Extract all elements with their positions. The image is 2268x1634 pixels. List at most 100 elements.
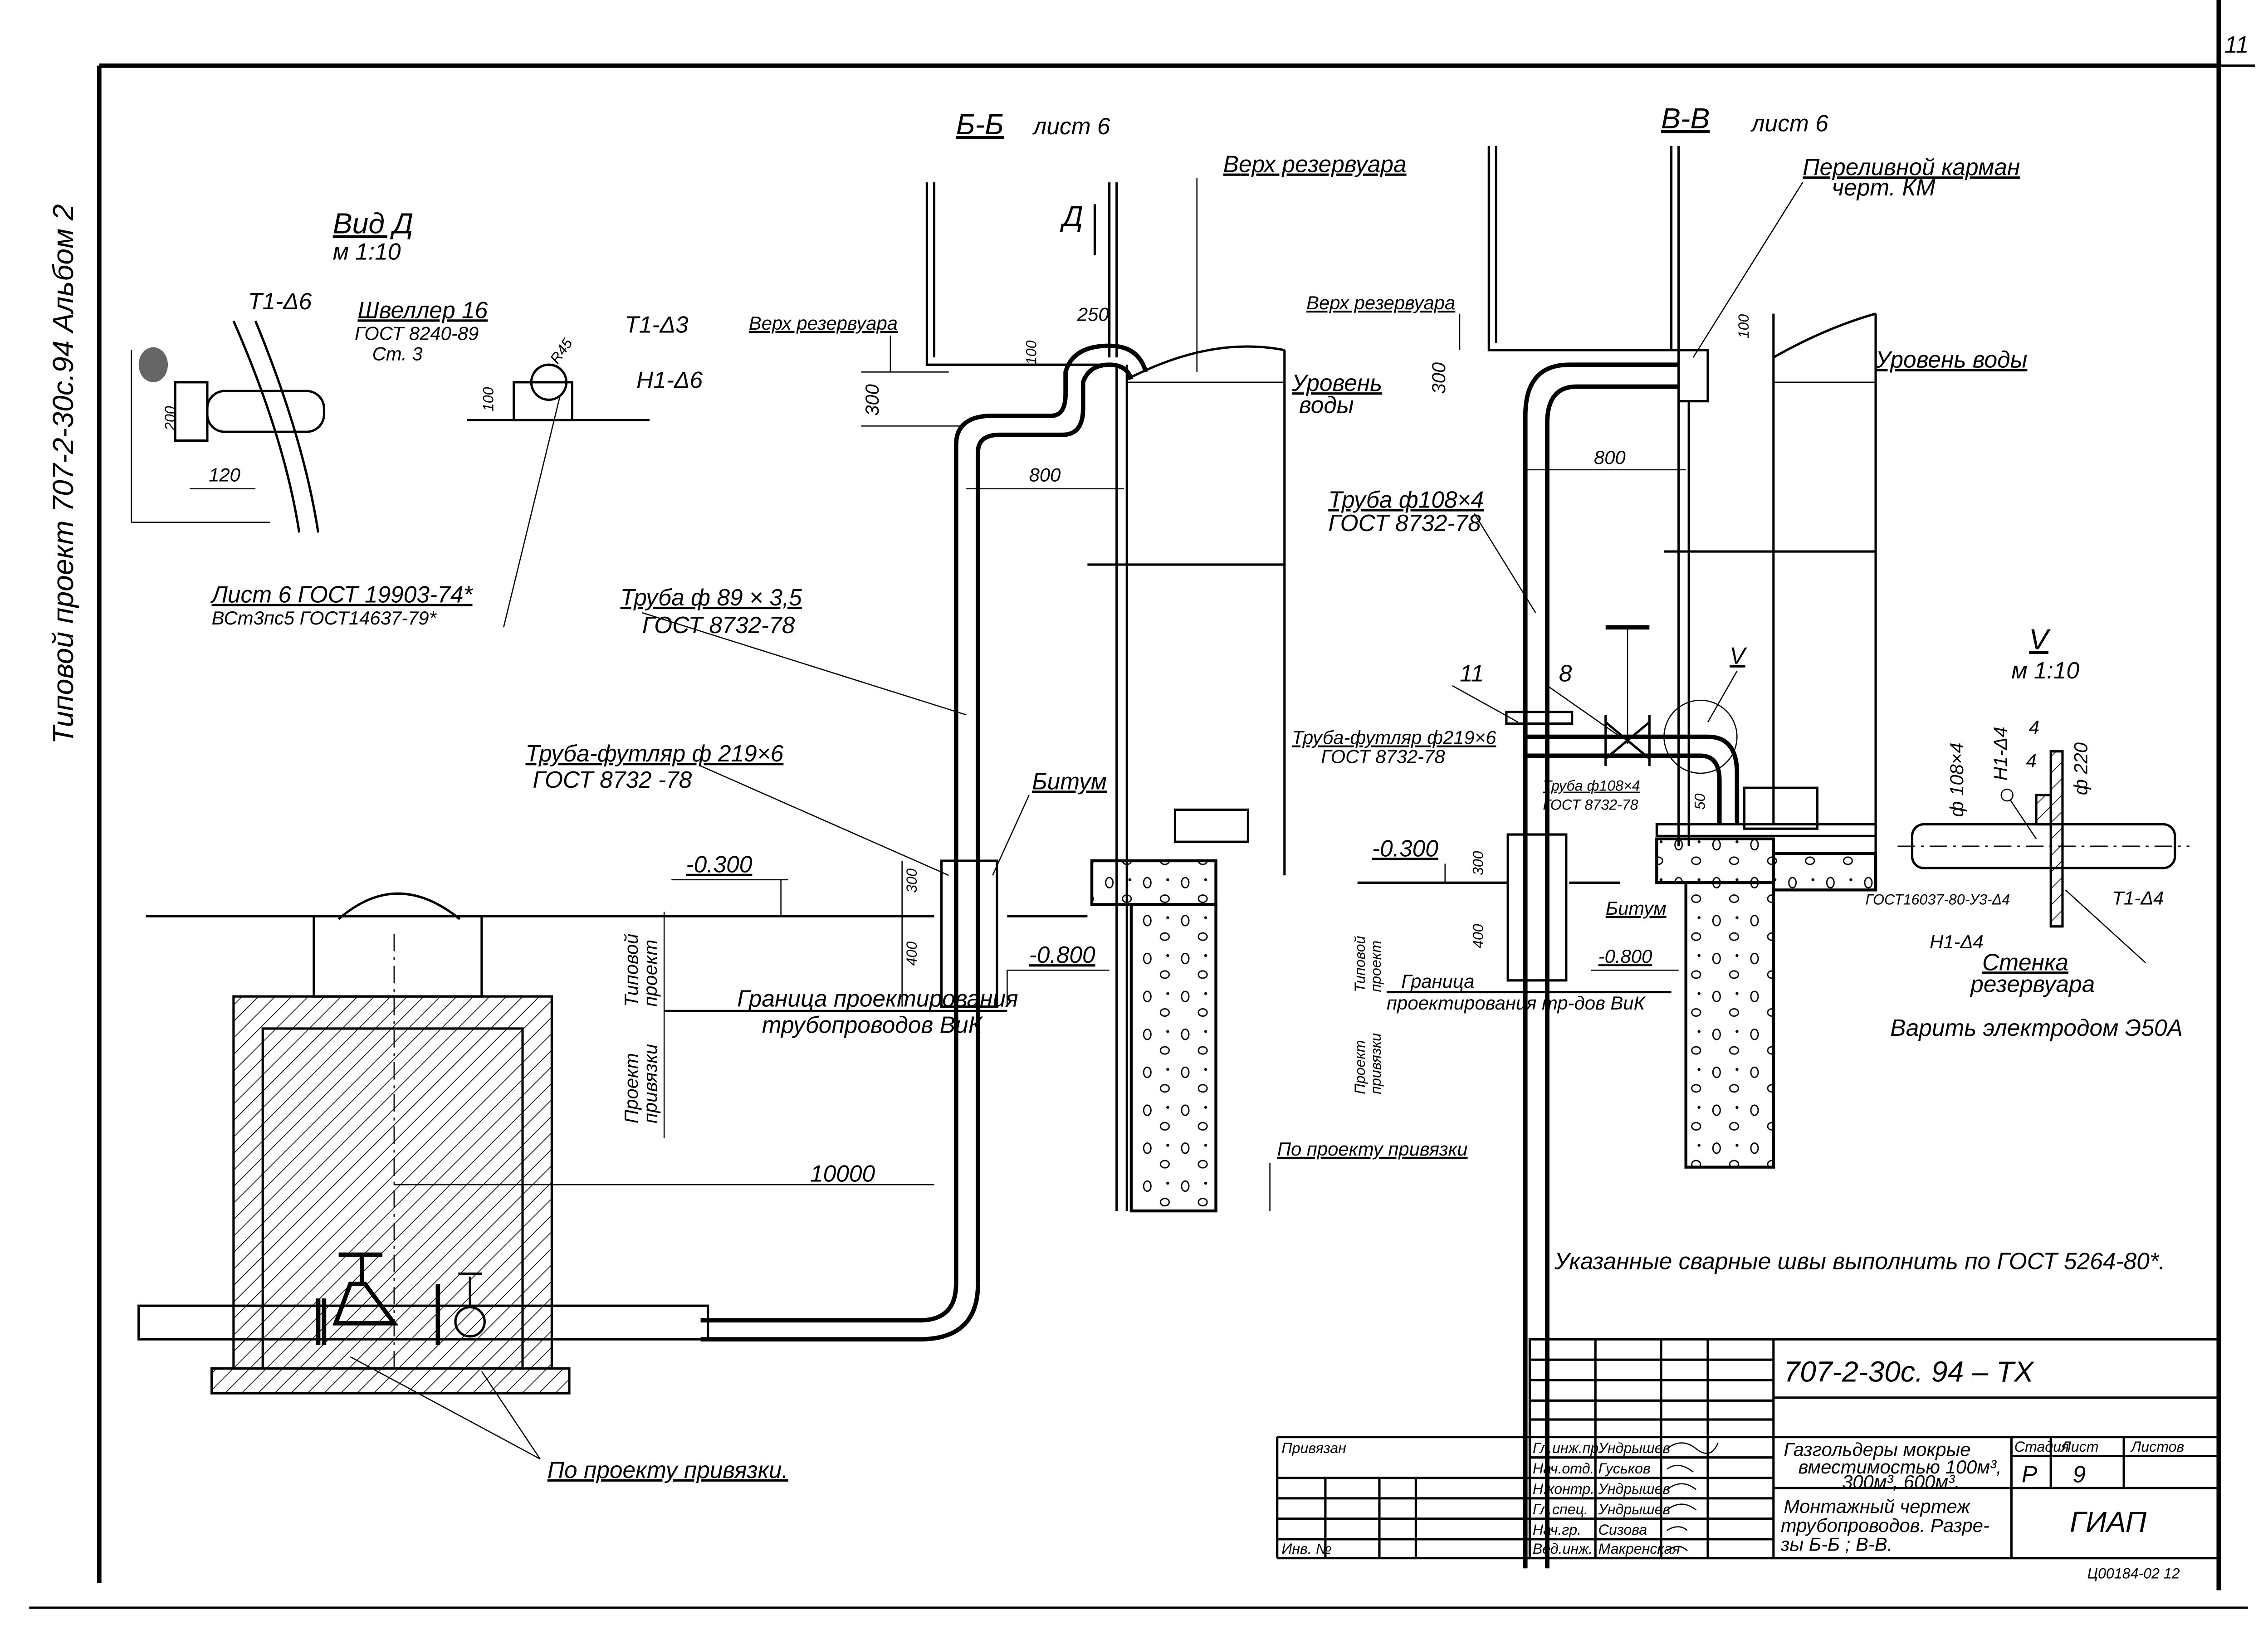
dia-pipe: ф 108×4: [1946, 743, 1967, 817]
sleeve-label-2: ГОСТ 8732 -78: [533, 766, 692, 793]
dia-220: ф 220: [2070, 742, 2092, 795]
dim-300: 300: [1428, 362, 1449, 394]
drawing-1: Монтажный чертеж: [1784, 1496, 1971, 1517]
dim-800: 800: [1029, 464, 1061, 486]
section-bb-ref: лист 6: [1032, 113, 1110, 139]
staff-row: Нач.гр. Сизова: [1533, 1522, 1647, 1538]
detail-v-title: V: [2029, 623, 2051, 656]
pipe2-label-2: ГОСТ 8732-78: [1543, 796, 1638, 813]
title-block: 707-2-30с. 94 – ТХ Привязан Инв. № Гл.ин…: [1276, 1338, 2220, 1560]
level-bottom: -0.800: [1029, 941, 1095, 968]
sheet-header: Лист: [2060, 1439, 2099, 1455]
sheets-header: Листов: [2130, 1439, 2184, 1455]
staff-name: Сизова: [1598, 1522, 1647, 1538]
dim-400: 400: [904, 941, 920, 966]
water-level-1: Уровень: [1291, 370, 1382, 396]
dim-120: 120: [209, 464, 240, 486]
boundary-1: Граница: [1401, 971, 1474, 992]
view-d-scale: м 1:10: [333, 239, 401, 265]
section-vv: В-В лист 6 Переливной карман черт. КМ Ве…: [1292, 102, 2027, 1569]
tank-top: Верх резервуара: [1306, 292, 1455, 313]
dim-10000: 10000: [810, 1161, 875, 1187]
sheet-spec-2: ВСт3пс5 ГОСТ14637-79*: [212, 607, 437, 629]
staff-name: Ундрышев: [1598, 1501, 1671, 1517]
dim-300b: 300: [904, 868, 920, 893]
view-arrow-label: Д: [1060, 200, 1083, 233]
section-bb: Б-Б лист 6 Д Верх резервуара Верх резерв…: [137, 108, 1468, 1483]
staff-row: Гл.инж.пр. Ундрышев: [1533, 1440, 1670, 1456]
stage-value: Р: [2022, 1461, 2037, 1487]
signatures: [1667, 1442, 1719, 1551]
typical-1: Типовой: [1352, 936, 1368, 992]
bitumen-label: Битум: [1032, 768, 1107, 794]
inv-label: Инв. №: [1281, 1541, 1331, 1557]
stage-header: Стадия: [2014, 1439, 2069, 1455]
wall-1: Стенка: [1982, 949, 2068, 975]
staff-role: Вед.инж.: [1533, 1541, 1593, 1557]
detail-v-scale: м 1:10: [2011, 657, 2079, 683]
archive-code: Ц00184-02 12: [2087, 1566, 2180, 1582]
dim-50: 50: [1692, 794, 1708, 810]
dim-800: 800: [1594, 447, 1626, 468]
overflow-2: черт. КМ: [1832, 174, 1936, 200]
sheet-frame: [29, 0, 2255, 1609]
weld-note: Указанные сварные швы выполнить по ГОСТ …: [1554, 1248, 2165, 1274]
staff-name: Гуськов: [1598, 1460, 1651, 1477]
channel-label: Швеллер 16: [357, 297, 488, 323]
staff-row: Нач.отд. Гуськов: [1533, 1460, 1651, 1477]
pipe-label-2: ГОСТ 8732-78: [1328, 510, 1481, 536]
dim-100: 100: [1023, 340, 1040, 365]
typical-2: проект: [1368, 941, 1384, 992]
tank-top-left-label: Верх резервуара: [749, 312, 898, 334]
boundary-1: Граница проектирования: [737, 985, 1018, 1012]
electrode-note: Варить электродом Э50А: [1890, 1015, 2183, 1041]
drawing-3: зы Б-Б ; В-В.: [1780, 1534, 1892, 1555]
bitumen-label: Битум: [1606, 897, 1667, 919]
boundary-2: трубопроводов ВиК: [762, 1012, 983, 1038]
staff-name: Ундрышев: [1598, 1481, 1671, 1497]
level-top: -0.300: [1372, 835, 1438, 861]
side-title: Типовой проект 707-2-30с.94 Альбом 2: [47, 204, 79, 744]
dim-200: 200: [162, 406, 178, 431]
organization: ГИАП: [2070, 1506, 2146, 1538]
boundary-2: проектирования тр-дов ВиК: [1387, 992, 1646, 1014]
weld-t1: Т1-Δ4: [2112, 888, 2164, 909]
drawing-2: трубопроводов. Разре-: [1781, 1515, 1989, 1536]
pos-8: 8: [1559, 660, 1572, 686]
dim-100: 100: [480, 387, 497, 411]
staff-row: Гл.спец. Ундрышев: [1533, 1501, 1670, 1517]
sheet-spec-1: Лист 6 ГОСТ 19903-74*: [210, 581, 474, 608]
bound-label: Привязан: [1281, 1440, 1346, 1456]
by-binding-right: По проекту привязки: [1277, 1138, 1468, 1160]
dim-300b: 300: [1470, 851, 1486, 875]
dim-4b: 4: [2026, 750, 2037, 771]
view-d: Вид Д м 1:10 Т1-Δ6 200 120 Швеллер 16 ГО…: [131, 207, 703, 629]
wall-2: резервуара: [1970, 971, 2095, 997]
pipe2-label-1: Труба ф108×4: [1543, 778, 1640, 794]
pipe-label-2: ГОСТ 8732-78: [642, 612, 795, 638]
weld-gost: ГОСТ16037-80-У3-Δ4: [1866, 892, 2010, 908]
tank-top-label: Верх резервуара: [1223, 151, 1407, 177]
view-d-title: Вид Д: [333, 207, 413, 240]
sheet-value: 9: [2072, 1461, 2086, 1487]
by-binding-bottom: По проекту привязки.: [547, 1457, 788, 1483]
typical-2: проект: [640, 940, 661, 1007]
staff-row: Н.контр. Ундрышев: [1533, 1481, 1670, 1497]
staff-name: Макренская: [1598, 1541, 1680, 1557]
page-number: 11: [2224, 31, 2248, 58]
detail-v: V м 1:10 ф 108×4 Н1-Δ4 4 4 ф 220 ГОСТ160…: [1866, 623, 2190, 1041]
level-bottom: -0.800: [1598, 946, 1652, 967]
dim-4a: 4: [2029, 717, 2039, 738]
sleeve-label-1: Труба-футляр ф 219×6: [525, 740, 783, 766]
sleeve-label-2: ГОСТ 8732-78: [1321, 746, 1445, 767]
binding-2: привязки: [1368, 1033, 1384, 1094]
drawing-code: 707-2-30с. 94 – ТХ: [1784, 1355, 2034, 1388]
staff-role: Нач.гр.: [1533, 1522, 1581, 1538]
weld-label: Т1-Δ6: [248, 288, 312, 314]
section-vv-title: В-В: [1661, 102, 1710, 135]
binding-2: привязки: [640, 1044, 661, 1123]
object-3: 300м³, 600м³.: [1842, 1471, 1960, 1492]
pipe-label-1: Труба ф 89 × 3,5: [621, 584, 802, 610]
weld-h1: Н1-Δ4: [1930, 931, 1984, 952]
